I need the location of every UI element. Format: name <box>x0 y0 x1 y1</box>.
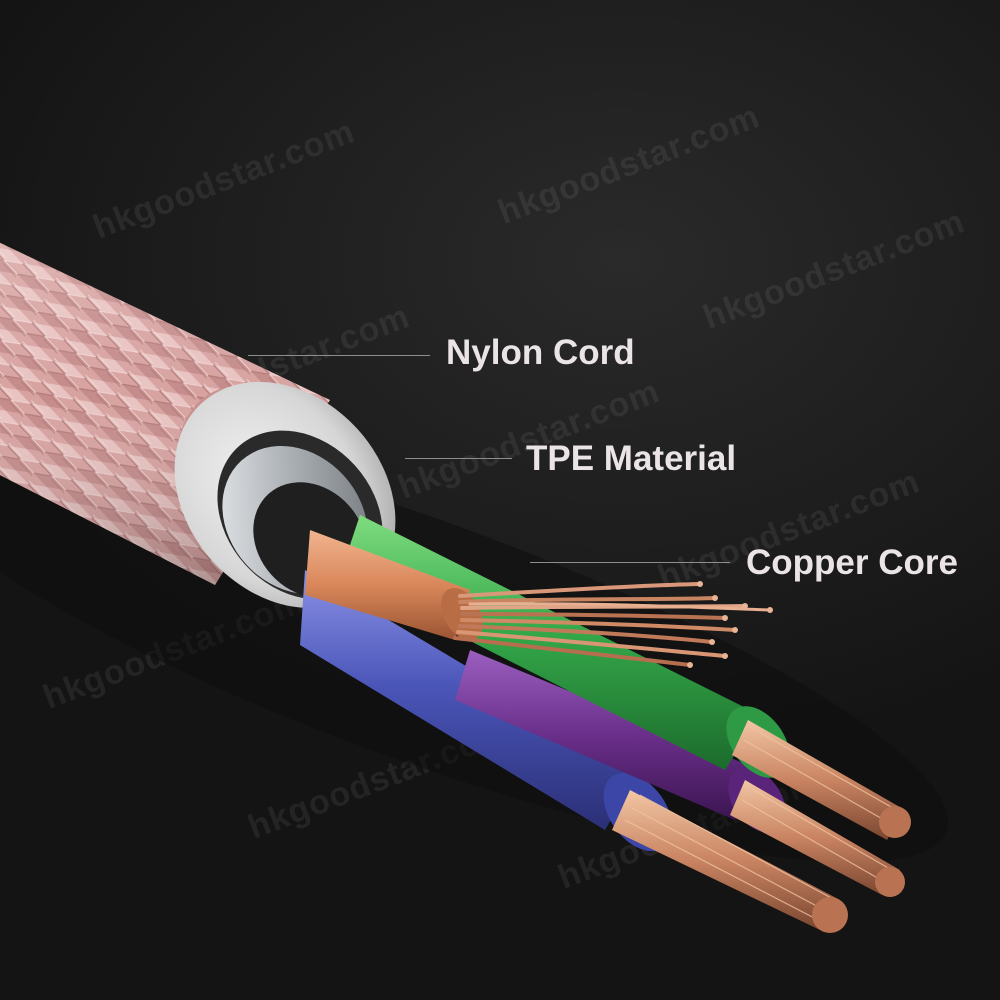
green-wire <box>340 515 911 840</box>
tpe-leader-line <box>405 458 512 459</box>
copper-leader-line <box>530 562 730 563</box>
purple-wire <box>455 650 905 897</box>
copper-core-label: Copper Core <box>746 543 958 582</box>
copper-strands <box>453 582 772 667</box>
nylon-cord-label: Nylon Cord <box>446 333 635 372</box>
copper-strand-tips <box>687 581 773 668</box>
nylon-leader-line <box>248 355 430 356</box>
tpe-material-label: TPE Material <box>526 439 737 478</box>
